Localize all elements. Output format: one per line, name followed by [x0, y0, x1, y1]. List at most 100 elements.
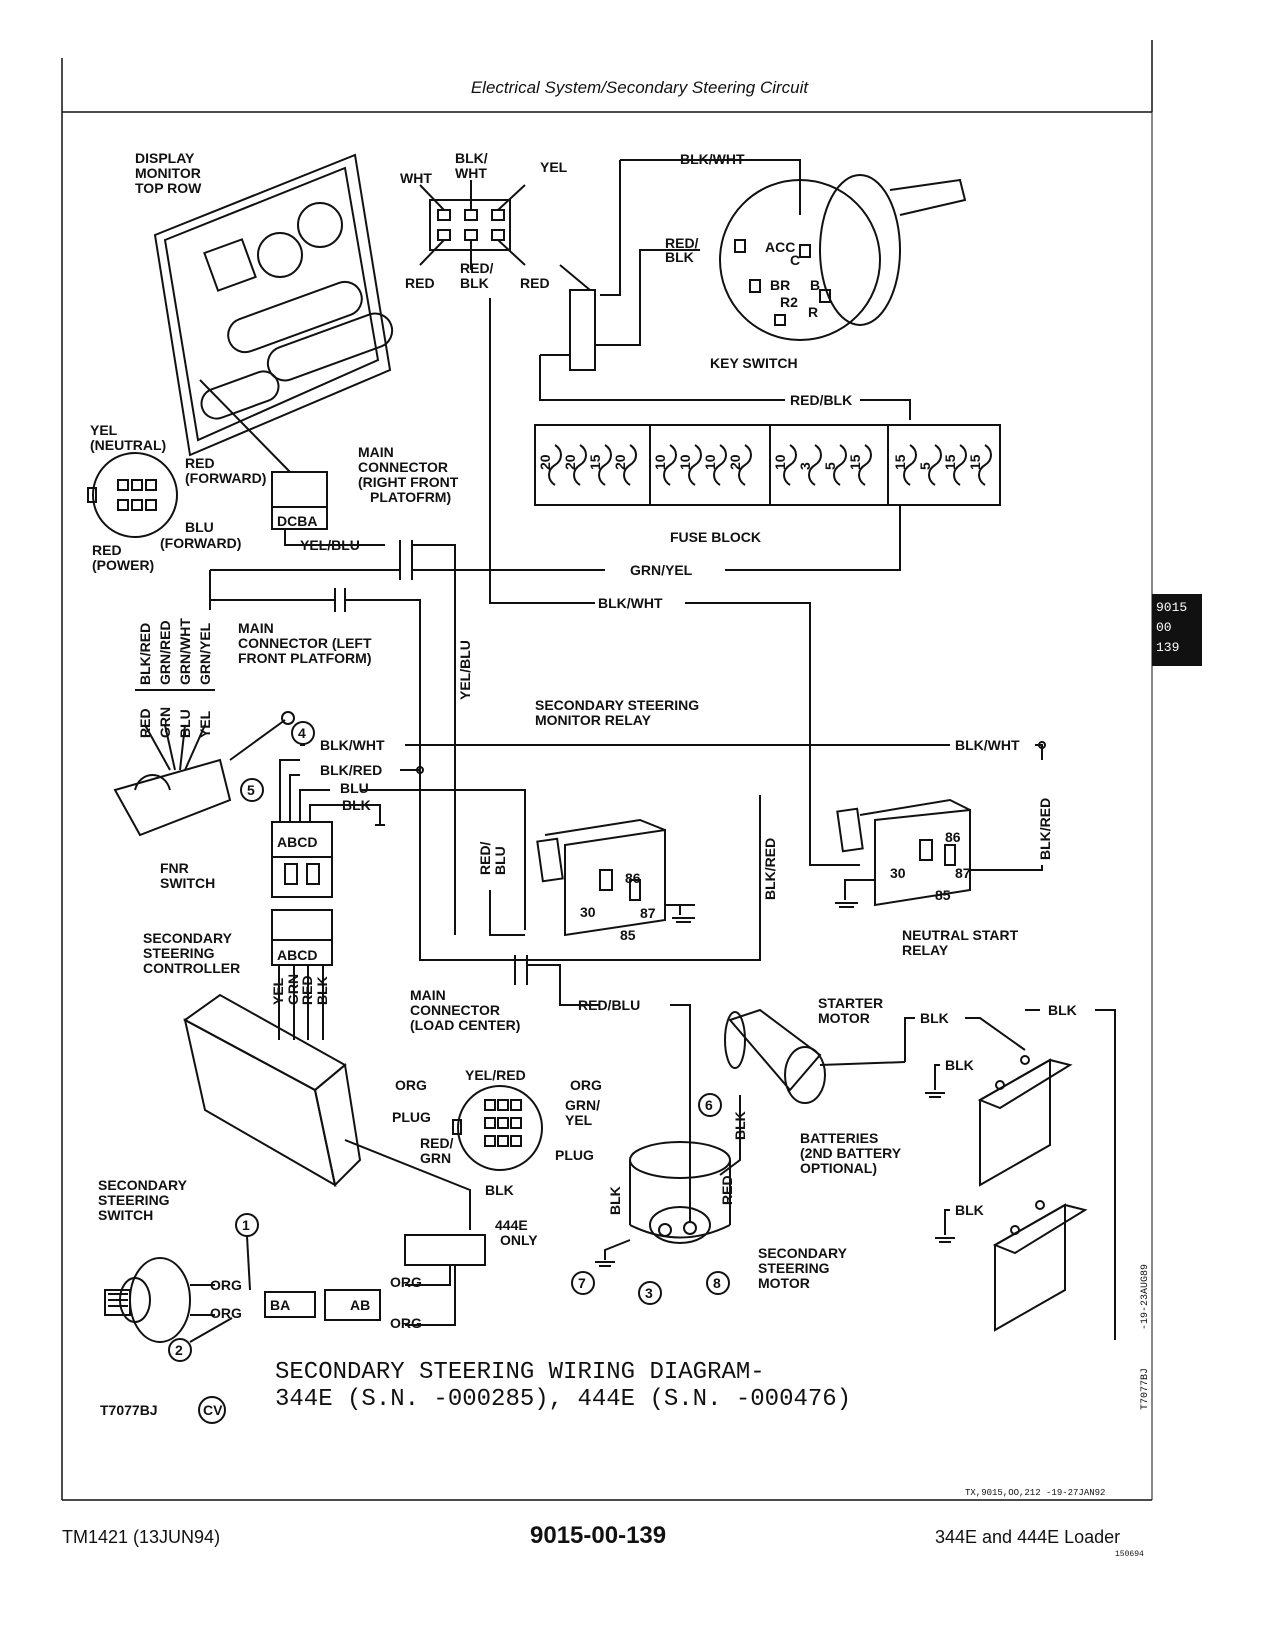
wire-label-red-left: RED	[405, 275, 435, 291]
section-tab-3: 139	[1156, 640, 1180, 655]
ssm-relay-label-2: MONITOR RELAY	[535, 712, 652, 728]
switch-org-b: ORG	[210, 1305, 242, 1321]
key-switch-label: KEY SWITCH	[710, 355, 798, 371]
ss-switch	[104, 1257, 215, 1343]
fnr-yel-label: YEL	[90, 422, 118, 438]
fnr-switch	[113, 711, 295, 837]
callout-7-label: 7	[578, 1275, 586, 1291]
fnr-switch-label-1: FNR	[160, 860, 189, 876]
main-conn-lf-2: CONNECTOR (LEFT	[238, 635, 372, 651]
key-term-c: C	[790, 252, 800, 268]
fuse-rating: 5	[917, 462, 933, 470]
batteries-label-1: BATTERIES	[800, 1130, 878, 1146]
fuse-symbol	[858, 444, 872, 486]
motor-blk-label: BLK	[607, 1186, 623, 1215]
ss-switch-label-3: SWITCH	[98, 1207, 153, 1223]
battery-1	[977, 1055, 1073, 1187]
pin-label-yel-red: YEL/RED	[465, 1067, 526, 1083]
e444-label-1: 444E	[495, 1217, 528, 1233]
fnr-blu-label: BLU	[185, 519, 214, 535]
callout-3-label: 3	[645, 1285, 653, 1301]
ssc-label-2: STEERING	[143, 945, 215, 961]
abcd-ssc-label: ABCD	[277, 947, 317, 963]
battery-blk-label-1: BLK	[1048, 1002, 1077, 1018]
callout-2	[168, 1338, 192, 1362]
fuse-symbol	[808, 444, 822, 486]
callout-4-label: 4	[298, 725, 306, 741]
ss-switch-label-2: STEERING	[98, 1192, 170, 1208]
battery-blk-label-3: BLK	[955, 1202, 984, 1218]
fnr-neutral-label: (NEUTRAL)	[90, 437, 166, 453]
switch-ab-label: AB	[350, 1297, 370, 1313]
top-connector	[419, 180, 526, 270]
callout-5-label: 5	[247, 782, 255, 798]
callout-7	[571, 1271, 595, 1295]
page-header: Electrical System/Secondary Steering Cir…	[470, 78, 809, 97]
ssm-term-86: 86	[625, 870, 641, 886]
fnr-red-label: RED	[185, 455, 215, 471]
nsr-term-87: 87	[955, 865, 971, 881]
key-term-r2: R2	[780, 294, 798, 310]
fuse-rating: 20	[562, 454, 578, 470]
fuse-symbol	[598, 444, 612, 486]
fuse-rating: 10	[772, 454, 788, 470]
nsr-term-30: 30	[890, 865, 906, 881]
key-term-b: B	[810, 277, 820, 293]
nsr-label-1: NEUTRAL START	[902, 927, 1019, 943]
fuse-rating: 20	[727, 454, 743, 470]
wire-label-blu: BLU	[340, 780, 369, 796]
wire-label-red-blu-v2: BLU	[492, 846, 508, 875]
fuse-rating: 15	[967, 454, 983, 470]
ss-switch-label-1: SECONDARY	[98, 1177, 188, 1193]
wire-label-yel-blu-vertical: YEL/BLU	[457, 640, 473, 700]
pin-label-blk: BLK	[485, 1182, 514, 1198]
fuse-symbol	[978, 444, 992, 486]
main-conn-lc-3: (LOAD CENTER)	[410, 1017, 520, 1033]
callout-6	[698, 1093, 722, 1117]
fnr-red-power-1: RED	[92, 542, 122, 558]
key-switch	[719, 174, 967, 341]
batteries-label-2: (2ND BATTERY	[800, 1145, 902, 1161]
starter-label-1: STARTER	[818, 995, 883, 1011]
fuse-rating: 3	[797, 462, 813, 470]
switch-inline-connector	[404, 1234, 486, 1266]
ssm-term-85: 85	[620, 927, 636, 943]
ssc-box	[183, 993, 362, 1188]
key-term-br: BR	[770, 277, 790, 293]
neutral-start-relay	[836, 798, 971, 907]
main-conn-rf-1: MAIN	[358, 444, 394, 460]
harness-wire-label: BLK/RED	[137, 623, 153, 685]
wire-label-blk-red-v2: BLK/RED	[762, 838, 778, 900]
pin-label-org-1: ORG	[395, 1077, 427, 1093]
fuse-rating: 15	[847, 454, 863, 470]
fuse-symbol	[903, 444, 917, 486]
wire-label-wht: WHT	[400, 170, 432, 186]
eight-pin-connector	[452, 1085, 543, 1171]
wire-label-red-blk-2: BLK	[460, 275, 489, 291]
fnr-forward-label: (FORWARD)	[185, 470, 266, 486]
wire-label-fuse-red-blk: RED/BLK	[790, 392, 852, 408]
wire-label-right-blk-wht: BLK/WHT	[955, 737, 1020, 753]
harness-wire-label: BLU	[177, 709, 193, 738]
switch-ba-label: BA	[270, 1297, 290, 1313]
key-term-r: R	[808, 304, 818, 320]
harness-wire-label: GRN/YEL	[197, 622, 213, 685]
fnr-switch-label-2: SWITCH	[160, 875, 215, 891]
ss-switch-connector	[264, 1289, 381, 1321]
starter-motor	[724, 1008, 906, 1104]
main-conn-lf-1: MAIN	[238, 620, 274, 636]
display-monitor-label-1: DISPLAY	[135, 150, 195, 166]
ssm-relay-label-1: SECONDARY STEERING	[535, 697, 699, 713]
ss-motor	[629, 1141, 731, 1244]
callout-3	[638, 1281, 662, 1305]
footer-page-number: 9015-00-139	[530, 1522, 667, 1549]
pin-label-grn: GRN/	[565, 1097, 600, 1113]
harness-wire-label: YEL	[197, 710, 213, 738]
nsr-term-86: 86	[945, 829, 961, 845]
wire-label-blk-wht-1: BLK/	[455, 150, 488, 166]
callout-1-label: 1	[242, 1217, 250, 1233]
fnr-red-power-2: (POWER)	[92, 557, 154, 573]
switch-org-c: ORG	[390, 1274, 422, 1290]
nsr-label-2: RELAY	[902, 942, 949, 958]
